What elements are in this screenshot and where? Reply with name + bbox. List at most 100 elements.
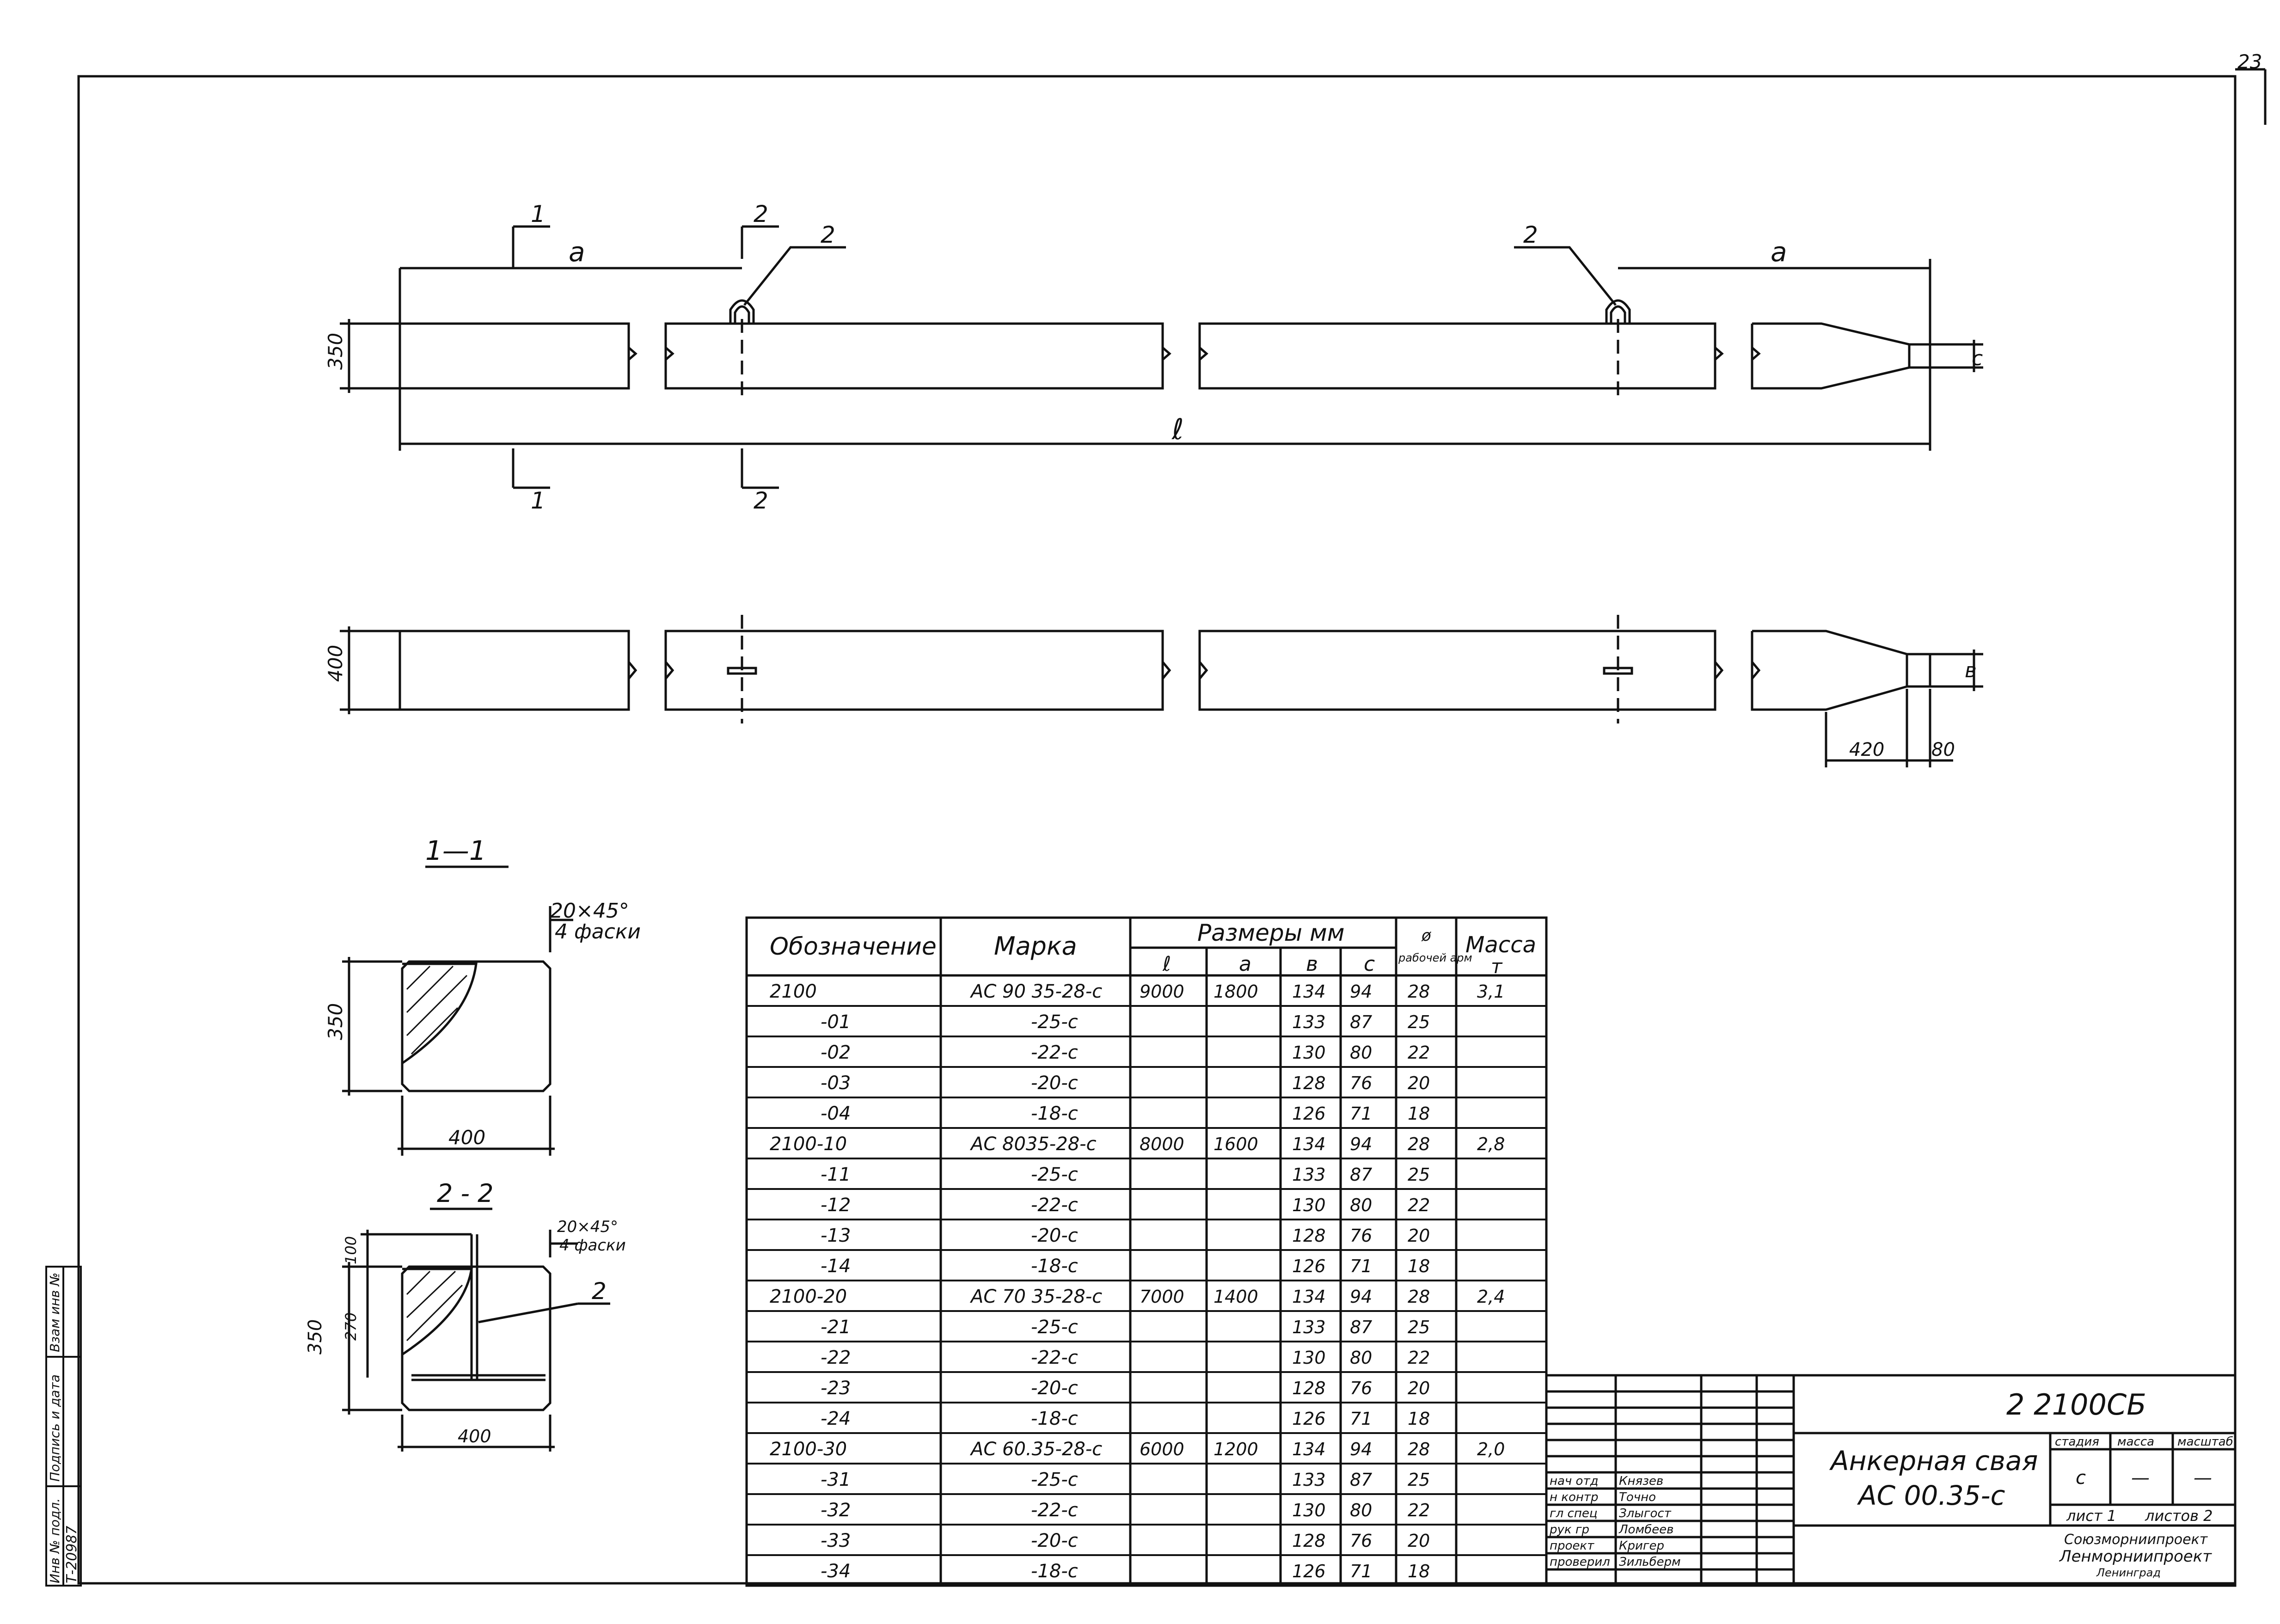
- sheet-count: листов 2: [2145, 1507, 2213, 1525]
- scale-value: —: [2194, 1467, 2212, 1489]
- col-mass: масса: [2117, 1435, 2154, 1449]
- table-cell: 25: [1408, 1012, 1430, 1032]
- role-label: проект: [1550, 1539, 1594, 1553]
- header-l: ℓ: [1162, 952, 1171, 976]
- side-view: [340, 225, 1983, 489]
- table-cell: АС 8035-28-с: [969, 1134, 1097, 1155]
- role-name: Ломбеев: [1618, 1523, 1673, 1537]
- table-cell: 18: [1408, 1103, 1430, 1124]
- stamp-sign-label: Подпись и дата: [47, 1374, 62, 1482]
- table-cell: -20-с: [1031, 1378, 1078, 1399]
- table-cell: -20-с: [1031, 1225, 1078, 1246]
- table-cell: 9000: [1140, 981, 1184, 1002]
- table-cell: 134: [1292, 981, 1326, 1002]
- table-cell: 20: [1408, 1378, 1430, 1398]
- side-stamp: [45, 1266, 82, 1587]
- table-cell: 7000: [1140, 1287, 1184, 1307]
- table-cell: АС 60.35-28-с: [969, 1439, 1102, 1460]
- table-cell: 2100-30: [770, 1439, 847, 1460]
- table-cell: 1400: [1214, 1287, 1258, 1307]
- table-cell: 28: [1408, 1134, 1430, 1154]
- header-dims: Размеры мм: [1197, 919, 1344, 946]
- table-cell: -18-с: [1031, 1561, 1078, 1582]
- table-cell: 134: [1292, 1439, 1326, 1459]
- table-cell: 2100: [770, 981, 817, 1002]
- section-2-2-dim-height: 350: [305, 1319, 326, 1354]
- table-cell: 133: [1292, 1317, 1326, 1337]
- table-cell: 80: [1350, 1195, 1372, 1215]
- header-mass: Масса: [1465, 932, 1536, 958]
- dim-80: 80: [1931, 739, 1955, 760]
- table-cell: 126: [1292, 1561, 1326, 1581]
- table-cell: 87: [1350, 1317, 1372, 1337]
- table-cell: 18: [1408, 1561, 1430, 1581]
- table-cell: 94: [1350, 981, 1372, 1002]
- table-cell: 71: [1350, 1409, 1372, 1429]
- table-cell: 6000: [1140, 1439, 1184, 1459]
- table-cell: 8000: [1140, 1134, 1184, 1154]
- section-1-1-dim-height: 350: [324, 1003, 347, 1040]
- role-name: Зильберм: [1619, 1555, 1681, 1569]
- title-block: [1545, 1374, 2237, 1587]
- header-b: в: [1306, 952, 1318, 976]
- col-scale: масштаб: [2177, 1435, 2233, 1449]
- table-cell: АС 90 35-28-с: [969, 981, 1102, 1002]
- tip-dim-b: в: [1965, 659, 1977, 682]
- table-cell: 133: [1292, 1470, 1326, 1490]
- dim-a-right: a: [1771, 236, 1787, 268]
- table-cell: -22-с: [1031, 1042, 1078, 1063]
- table-cell: 126: [1292, 1103, 1326, 1124]
- spec-table: [745, 916, 1548, 1587]
- dim-height-top: 400: [324, 645, 347, 682]
- drawing-code: 2 2100СБ: [2006, 1388, 2146, 1422]
- table-cell: АС 70 35-28-с: [969, 1286, 1102, 1307]
- table-cell: 80: [1350, 1042, 1372, 1063]
- role-name: Точно: [1619, 1490, 1656, 1504]
- table-cell: 3,1: [1477, 981, 1505, 1002]
- section-1-1-chamfer-count: 4 фаски: [555, 920, 641, 944]
- section-2-2-dim-width: 400: [458, 1426, 491, 1446]
- table-cell: 22: [1408, 1042, 1430, 1063]
- table-cell: -22-с: [1031, 1195, 1078, 1216]
- table-cell: -20-с: [1031, 1530, 1078, 1551]
- sheet-corner-number: 23: [2237, 50, 2262, 73]
- table-cell: 130: [1292, 1042, 1326, 1063]
- table-cell: -25-с: [1031, 1011, 1078, 1033]
- title-line-1: Анкерная свая: [1829, 1445, 2038, 1477]
- table-cell: 22: [1408, 1195, 1430, 1215]
- role-label: рук гр: [1549, 1523, 1589, 1537]
- table-cell: 25: [1408, 1164, 1430, 1185]
- table-cell: -14: [821, 1256, 851, 1277]
- dim-l: ℓ: [1171, 412, 1184, 446]
- section-mark-1-bottom: 1: [531, 487, 545, 514]
- table-cell: 76: [1350, 1378, 1372, 1398]
- tip-dim-c: c: [1972, 347, 1983, 370]
- table-cell: 130: [1292, 1500, 1326, 1520]
- callout-2-right: 2: [1523, 221, 1538, 248]
- stage-value: с: [2076, 1467, 2086, 1489]
- section-2-2-title: 2 - 2: [437, 1179, 494, 1208]
- table-cell: 80: [1350, 1348, 1372, 1368]
- role-name: Кригер: [1619, 1539, 1664, 1553]
- table-cell: 80: [1350, 1500, 1372, 1520]
- table-cell: -25-с: [1031, 1317, 1078, 1338]
- callout-2-left: 2: [821, 221, 835, 248]
- sheet-number: лист 1: [2066, 1507, 2116, 1525]
- table-cell: -03: [821, 1072, 851, 1094]
- table-cell: 76: [1350, 1073, 1372, 1093]
- table-cell: 1600: [1214, 1134, 1258, 1154]
- sheet-frame: [77, 75, 2237, 1585]
- table-cell: -24: [821, 1408, 851, 1429]
- table-cell: 2,4: [1477, 1287, 1505, 1307]
- table-cell: -22-с: [1031, 1500, 1078, 1521]
- table-cell: 130: [1292, 1195, 1326, 1215]
- table-cell: -21: [821, 1317, 851, 1338]
- table-cell: -11: [821, 1164, 851, 1185]
- section-2-2-dim-top: 100: [342, 1236, 360, 1264]
- section-1-1-dim-width: 400: [448, 1126, 485, 1149]
- stamp-replace-label: Взам инв №: [47, 1273, 62, 1352]
- section-1-1: [342, 865, 573, 1156]
